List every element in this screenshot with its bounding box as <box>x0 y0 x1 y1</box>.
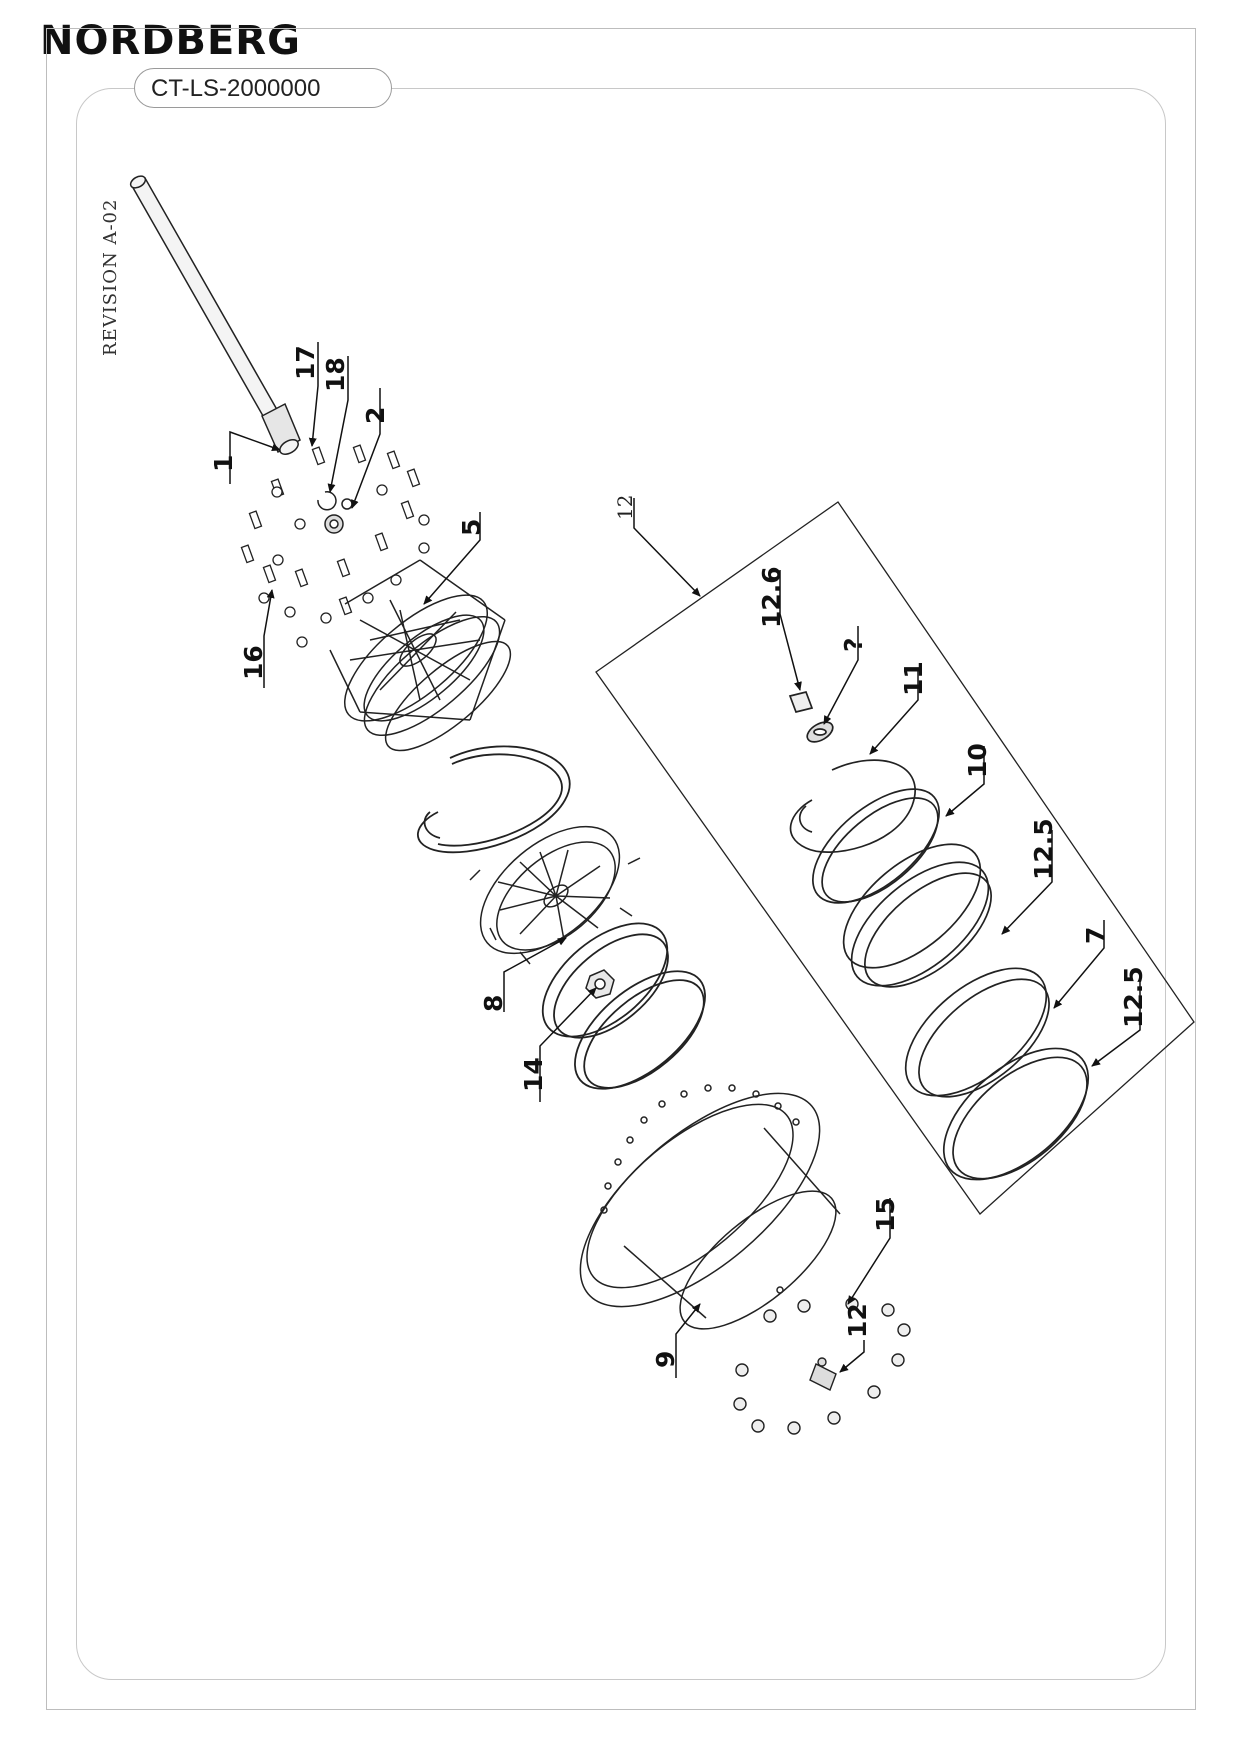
kit-12-parts <box>788 690 1090 1181</box>
part-tube <box>129 175 301 455</box>
callout-5: 5 <box>457 519 486 536</box>
inner-frame <box>76 88 1166 1680</box>
callout-12-6: 12.6 <box>757 566 786 628</box>
callout-question: ? <box>839 637 868 652</box>
callout-8: 8 <box>479 995 508 1012</box>
part-nuts-bottom <box>733 1297 911 1435</box>
part-pump-head <box>329 559 512 752</box>
part-circlip-nut <box>317 491 353 534</box>
callout-14: 14 <box>519 1057 548 1092</box>
callout-1: 1 <box>209 455 238 472</box>
part-valve-fitting <box>809 1357 837 1391</box>
part-seal-rings <box>541 922 706 1090</box>
outer-frame <box>46 28 1196 1710</box>
callout-12-5-a: 12.5 <box>1029 818 1058 880</box>
callout-16: 16 <box>239 645 268 680</box>
part-diaphragm-disk <box>469 825 641 965</box>
kit-12-box <box>595 501 1195 1215</box>
callout-7: 7 <box>1081 927 1110 944</box>
brand-logo: NORDBERG <box>40 18 301 64</box>
callout-12-b: 12 <box>843 1303 872 1338</box>
part-drum-container <box>579 1084 841 1330</box>
model-code-tab: CT-LS-2000000 <box>134 68 392 108</box>
part-split-ring <box>416 745 571 854</box>
callout-17: 17 <box>291 345 320 380</box>
callout-11: 11 <box>899 661 928 696</box>
callout-2: 2 <box>361 407 390 424</box>
part-bolts-top <box>240 444 430 648</box>
callout-labels: 1 17 18 2 5 16 12 12.6 ? 11 10 12.5 7 12… <box>209 345 1148 1368</box>
leader-lines <box>229 342 1141 1378</box>
callout-15: 15 <box>871 1197 900 1232</box>
callout-12-5-b: 12.5 <box>1119 966 1148 1028</box>
callout-18: 18 <box>321 357 350 392</box>
callout-10: 10 <box>963 743 992 778</box>
callout-12-kit: 12 <box>613 495 637 520</box>
callout-9: 9 <box>651 1351 680 1368</box>
